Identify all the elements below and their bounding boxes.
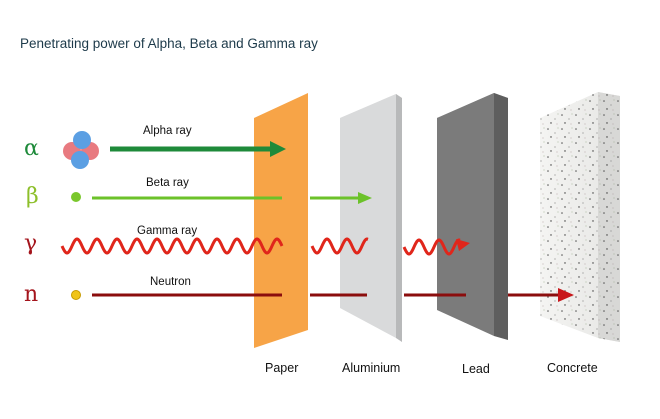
neutron-label: Neutron: [150, 276, 191, 288]
gamma-arrowhead-icon: [456, 239, 470, 251]
concrete-block: [540, 92, 620, 342]
lead-face: [437, 93, 494, 336]
alpha-arrowhead-icon: [270, 141, 286, 157]
neutron-arrowhead-icon: [558, 288, 574, 302]
gamma-ray-label: Gamma ray: [137, 225, 197, 237]
gamma-symbol: γ: [24, 231, 37, 256]
material-label-concrete: Concrete: [547, 361, 598, 375]
material-label-lead: Lead: [462, 362, 490, 376]
paper-sheet: [254, 93, 308, 348]
beta-row: β Beta ray: [26, 177, 372, 209]
aluminium-face: [340, 94, 396, 338]
gamma-wave-2: [310, 237, 369, 255]
gamma-wave-3: [402, 238, 461, 256]
paper-face: [254, 93, 308, 348]
beta-particle-icon: [71, 192, 81, 202]
beta-ray-label: Beta ray: [146, 177, 189, 189]
gamma-row: γ Gamma ray: [24, 225, 470, 256]
beta-arrowhead-icon: [358, 192, 372, 204]
alpha-symbol: α: [24, 136, 39, 161]
alpha-particle-icon: [63, 131, 99, 169]
lead-plate: [437, 93, 508, 340]
neutron-symbol: n: [24, 282, 38, 307]
aluminium-plate: [340, 94, 402, 342]
material-label-aluminium: Aluminium: [342, 361, 400, 375]
gamma-wave-1: [60, 237, 284, 255]
alpha-ray-label: Alpha ray: [143, 125, 192, 137]
diagram-title: Penetrating power of Alpha, Beta and Gam…: [20, 36, 318, 51]
material-label-paper: Paper: [265, 361, 298, 375]
neutron-particle-icon: [71, 290, 81, 300]
beta-symbol: β: [26, 184, 39, 209]
neutron-row: n Neutron: [24, 276, 574, 307]
alpha-row: α Alpha ray: [24, 125, 286, 169]
